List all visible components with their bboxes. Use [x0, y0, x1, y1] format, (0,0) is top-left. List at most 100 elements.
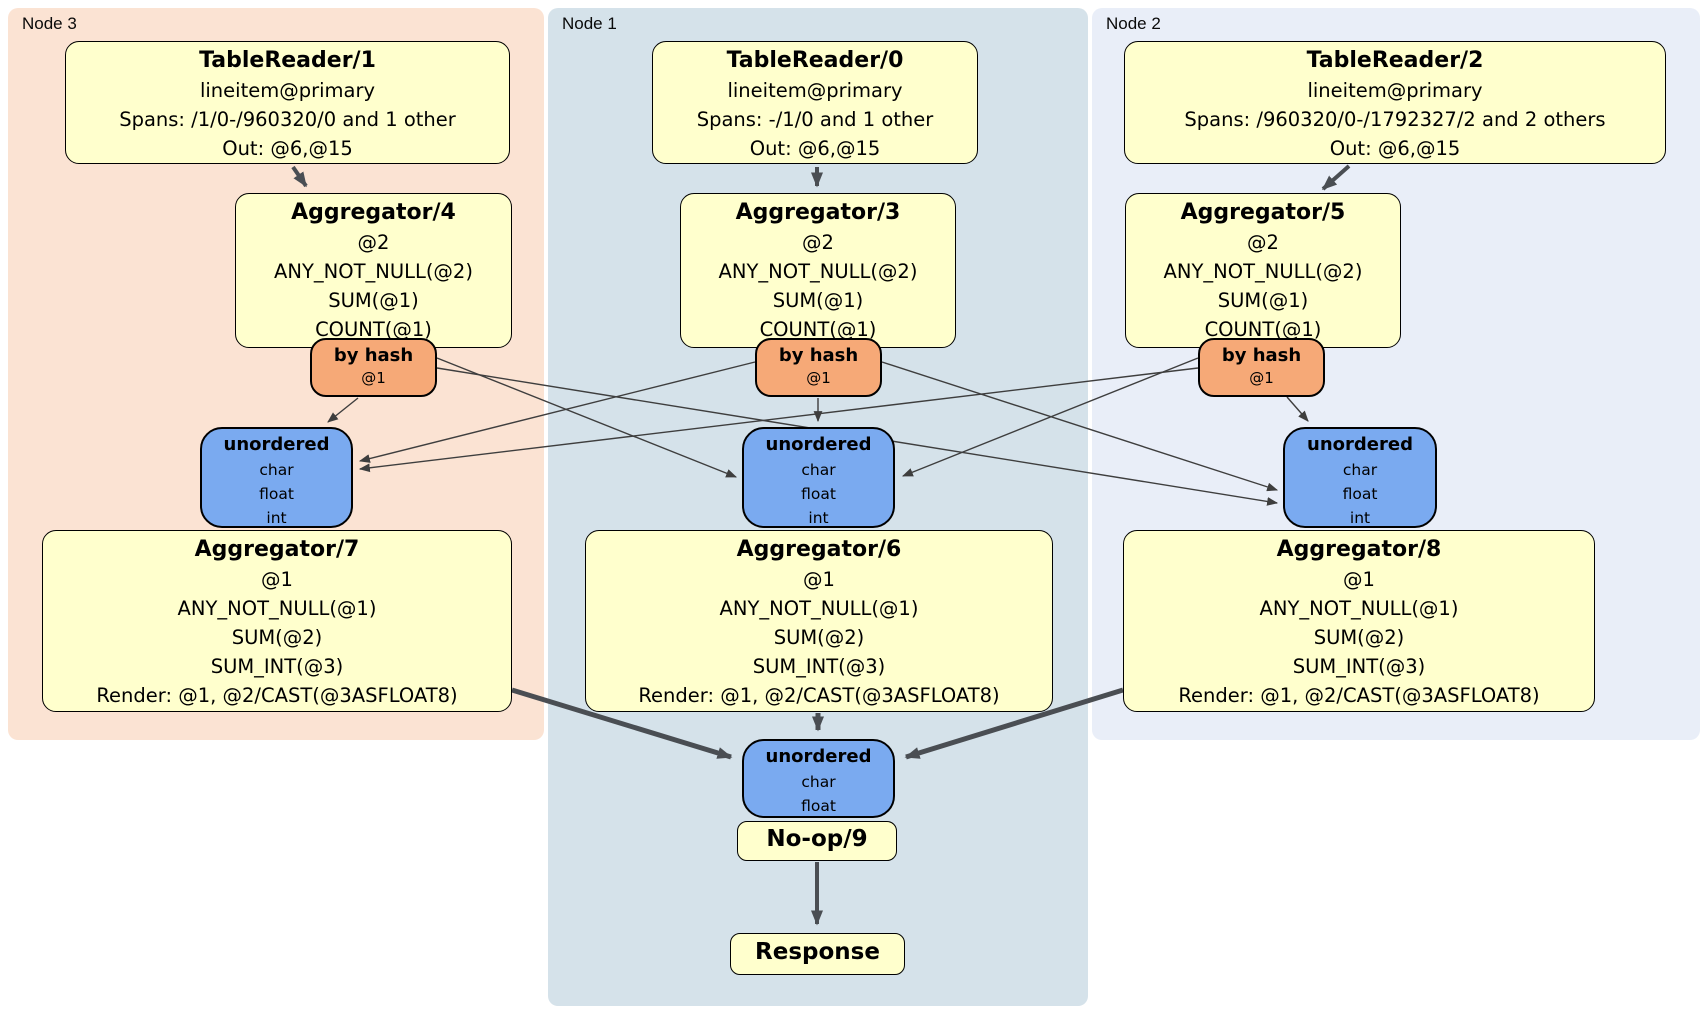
- sync-type-row: float: [801, 485, 836, 503]
- processor-title: TableReader/2: [1306, 48, 1484, 73]
- sync-title: unordered: [1307, 434, 1413, 455]
- sync-type-row: char: [259, 461, 294, 479]
- router-by-hash-center: by hash @1: [755, 338, 882, 397]
- edge-tr1-agg4: [291, 165, 308, 188]
- sync-unordered-final: unordered char float: [742, 739, 895, 818]
- processor-group-row: @1: [1343, 568, 1375, 591]
- processor-out-row: Out: @6,@15: [1329, 137, 1461, 160]
- edge-hashR-syncR: [1286, 396, 1309, 422]
- edge-agg7-sync: [511, 687, 733, 760]
- sync-type-row: int: [266, 509, 287, 527]
- processor-aggregator-5: Aggregator/5 @2 ANY_NOT_NULL(@2) SUM(@1)…: [1125, 193, 1401, 348]
- processor-out-row: Out: @6,@15: [749, 137, 881, 160]
- sync-unordered-center: unordered char float int: [742, 427, 895, 528]
- processor-title: Aggregator/5: [1180, 200, 1346, 225]
- edge-agg8-sync: [904, 687, 1124, 760]
- processor-index-row: lineitem@primary: [199, 79, 376, 102]
- processor-agg-row: ANY_NOT_NULL(@2): [1163, 260, 1363, 283]
- sync-title: unordered: [223, 434, 330, 455]
- router-title: by hash: [1221, 345, 1302, 366]
- processor-agg-row: SUM(@2): [231, 626, 323, 649]
- processor-agg-row: SUM(@2): [773, 626, 865, 649]
- router-key-row: @1: [806, 369, 831, 387]
- edge-hashC-syncR: [881, 361, 1279, 492]
- processor-out-row: Out: @6,@15: [222, 137, 353, 160]
- sync-type-row: float: [1342, 485, 1378, 503]
- processor-group-row: @2: [802, 231, 834, 254]
- edge-hashL-syncL: [327, 397, 359, 423]
- sync-type-row: int: [1349, 509, 1371, 527]
- processor-agg-row: ANY_NOT_NULL(@1): [719, 597, 919, 620]
- processor-agg-row: SUM(@1): [328, 289, 419, 312]
- processor-title: No-op/9: [766, 826, 868, 852]
- processor-agg-row: SUM_INT(@3): [1292, 655, 1426, 678]
- processor-agg-row: ANY_NOT_NULL(@1): [177, 597, 377, 620]
- sync-type-row: int: [808, 509, 829, 527]
- processor-aggregator-4: Aggregator/4 @2 ANY_NOT_NULL(@2) SUM(@1)…: [235, 193, 512, 348]
- processor-render-row: Render: @1, @2/CAST(@3ASFLOAT8): [96, 684, 458, 707]
- processor-group-row: @2: [1247, 231, 1279, 254]
- sync-type-row: float: [259, 485, 294, 503]
- router-title: by hash: [778, 345, 859, 366]
- processor-spans-row: Spans: /1/0-/960320/0 and 1 other: [119, 108, 456, 131]
- sync-title: unordered: [765, 746, 872, 767]
- processor-title: Aggregator/6: [736, 537, 902, 562]
- processor-agg-row: SUM_INT(@3): [752, 655, 886, 678]
- processor-aggregator-3: Aggregator/3 @2 ANY_NOT_NULL(@2) SUM(@1)…: [680, 193, 956, 348]
- edge-hashR-syncC: [901, 357, 1199, 477]
- edge-hashL-syncC: [436, 357, 738, 478]
- router-by-hash-left: by hash @1: [310, 338, 437, 397]
- processor-render-row: Render: @1, @2/CAST(@3ASFLOAT8): [638, 684, 1000, 707]
- edge-hashC-syncL: [358, 361, 756, 463]
- processor-index-row: lineitem@primary: [1307, 79, 1483, 102]
- processor-aggregator-8: Aggregator/8 @1 ANY_NOT_NULL(@1) SUM(@2)…: [1123, 530, 1595, 712]
- router-key-row: @1: [361, 369, 386, 387]
- processor-aggregator-7: Aggregator/7 @1 ANY_NOT_NULL(@1) SUM(@2)…: [42, 530, 512, 712]
- processor-agg-row: COUNT(@1): [759, 318, 877, 341]
- edge-hashR-syncL: [358, 367, 1199, 473]
- processor-tablereader-2: TableReader/2 lineitem@primary Spans: /9…: [1124, 41, 1666, 164]
- processor-agg-row: COUNT(@1): [315, 318, 432, 341]
- router-key-row: @1: [1249, 369, 1274, 387]
- processor-title: Aggregator/8: [1276, 537, 1442, 562]
- processor-agg-row: ANY_NOT_NULL(@2): [718, 260, 918, 283]
- processor-spans-row: Spans: /960320/0-/1792327/2 and 2 others: [1184, 108, 1606, 131]
- processor-tablereader-1: TableReader/1 lineitem@primary Spans: /1…: [65, 41, 510, 164]
- sync-type-row: char: [801, 773, 836, 791]
- sync-unordered-left: unordered char float int: [200, 427, 353, 528]
- processor-group-row: @1: [261, 568, 293, 591]
- router-by-hash-right: by hash @1: [1198, 338, 1325, 397]
- processor-agg-row: SUM(@1): [772, 289, 864, 312]
- processor-title: Aggregator/7: [194, 537, 360, 562]
- processor-index-row: lineitem@primary: [727, 79, 903, 102]
- processor-render-row: Render: @1, @2/CAST(@3ASFLOAT8): [1178, 684, 1540, 707]
- processor-agg-row: ANY_NOT_NULL(@2): [274, 260, 473, 283]
- processor-title: Response: [755, 939, 880, 965]
- processor-group-row: @1: [803, 568, 835, 591]
- processor-agg-row: COUNT(@1): [1204, 318, 1322, 341]
- processor-response: Response: [730, 933, 905, 975]
- processor-title: Aggregator/3: [735, 200, 901, 225]
- edge-tr2-agg5: [1321, 164, 1351, 191]
- processor-title: TableReader/0: [726, 48, 904, 73]
- processor-tablereader-0: TableReader/0 lineitem@primary Spans: -/…: [652, 41, 978, 164]
- processor-title: TableReader/1: [199, 48, 376, 73]
- sync-title: unordered: [765, 434, 872, 455]
- processor-title: Aggregator/4: [291, 200, 456, 225]
- region-label-node3: Node 3: [22, 14, 77, 33]
- processor-noop-9: No-op/9: [737, 821, 897, 861]
- processor-agg-row: SUM_INT(@3): [210, 655, 344, 678]
- processor-agg-row: SUM(@2): [1313, 626, 1405, 649]
- region-label-node1: Node 1: [562, 14, 617, 33]
- processor-spans-row: Spans: -/1/0 and 1 other: [696, 108, 934, 131]
- router-title: by hash: [333, 345, 414, 366]
- sync-unordered-right: unordered char float int: [1283, 427, 1437, 528]
- region-label-node2: Node 2: [1106, 14, 1161, 33]
- sync-type-row: char: [1342, 461, 1378, 479]
- processor-agg-row: SUM(@1): [1217, 289, 1309, 312]
- sync-type-row: char: [801, 461, 836, 479]
- processor-aggregator-6: Aggregator/6 @1 ANY_NOT_NULL(@1) SUM(@2)…: [585, 530, 1053, 712]
- processor-agg-row: ANY_NOT_NULL(@1): [1259, 597, 1459, 620]
- sync-type-row: float: [801, 797, 836, 815]
